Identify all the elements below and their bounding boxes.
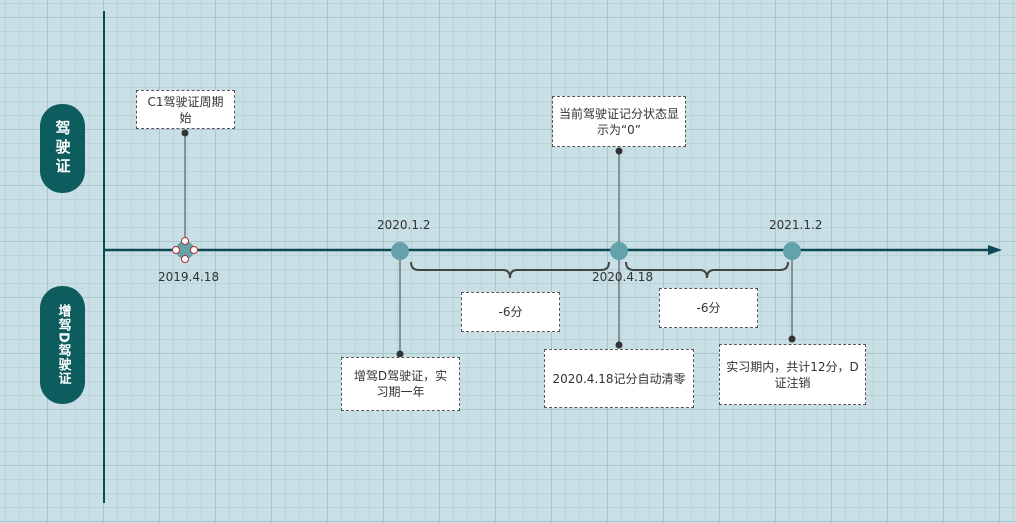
connector-dot <box>181 129 189 137</box>
deduction-box[interactable]: -6分 <box>659 288 758 328</box>
date-label: 2020.4.18 <box>592 270 654 284</box>
lane-label-d-license: 增驾D驾驶证 <box>40 286 85 404</box>
deduction-box[interactable]: -6分 <box>461 292 560 332</box>
node-2020-4-18[interactable] <box>610 242 628 260</box>
node-2021-1-2[interactable] <box>783 242 801 260</box>
lane-label-license: 驾驶证 <box>40 104 85 193</box>
date-label: 2021.1.2 <box>769 218 823 232</box>
note-auto-clear[interactable]: 2020.4.18记分自动清零 <box>544 349 694 408</box>
connector-dot <box>615 341 623 349</box>
connector-dot <box>788 335 796 343</box>
node-2019-4-18[interactable] <box>176 241 194 259</box>
note-cancelled[interactable]: 实习期内，共计12分，D证注销 <box>719 344 866 405</box>
connector-dot <box>396 350 404 358</box>
note-status-zero[interactable]: 当前驾驶证记分状态显示为“0” <box>552 96 686 147</box>
brace-2 <box>625 261 789 279</box>
date-label: 2019.4.18 <box>158 270 220 284</box>
date-label: 2020.1.2 <box>377 218 431 232</box>
node-2020-1-2[interactable] <box>391 242 409 260</box>
note-c1-start[interactable]: C1驾驶证周期始 <box>136 90 235 129</box>
note-d-added[interactable]: 增驾D驾驶证，实习期一年 <box>341 357 460 411</box>
arrow-head-icon <box>988 245 1002 255</box>
connector-dot <box>615 147 623 155</box>
brace-1 <box>410 261 610 279</box>
